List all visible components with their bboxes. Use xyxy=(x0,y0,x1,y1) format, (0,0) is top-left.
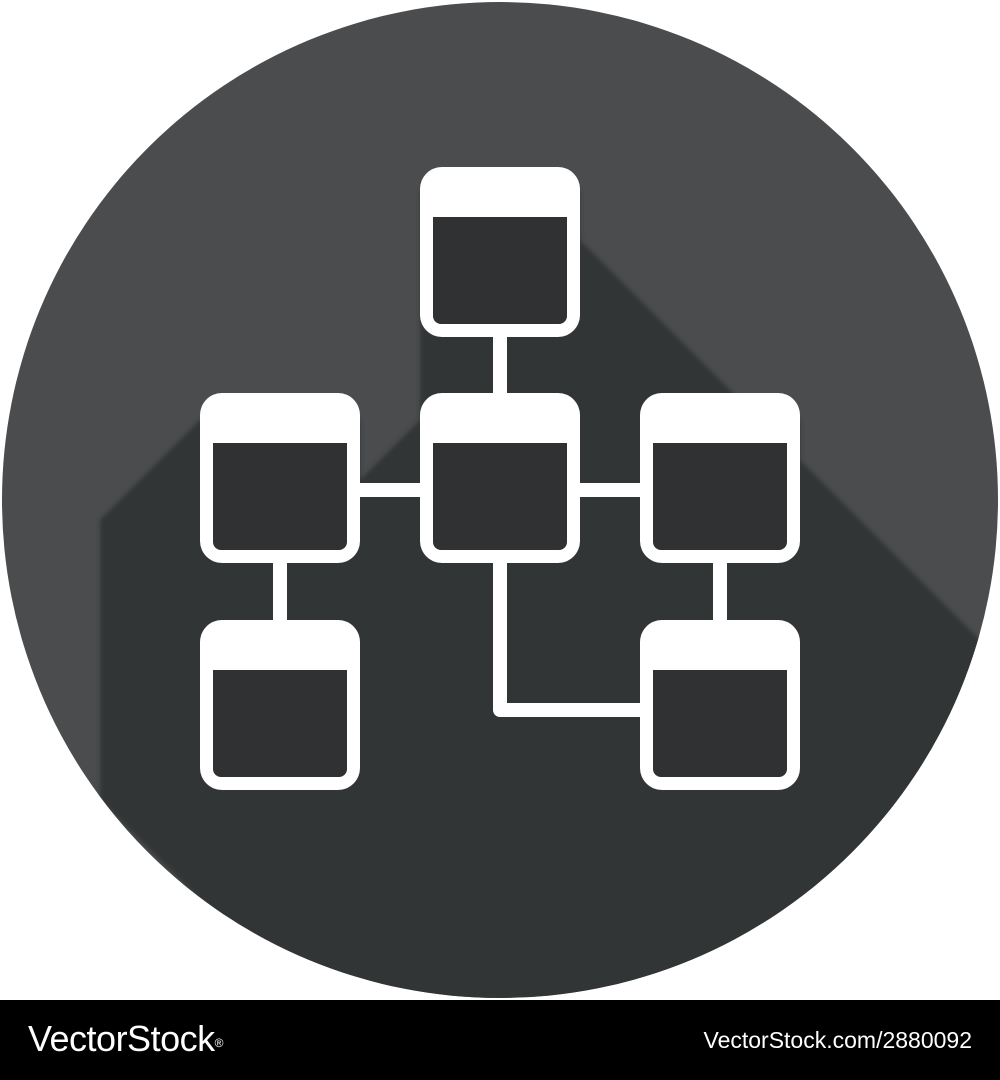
table-box-header-line xyxy=(653,443,787,455)
table-box-body xyxy=(653,670,787,777)
table-box-header-line xyxy=(433,443,567,455)
brand-name: VectorStock xyxy=(28,1018,215,1059)
footer-bar: VectorStock® VectorStock.com/2880092 xyxy=(0,1000,1000,1080)
table-box-bottom-left xyxy=(200,620,360,790)
table-box-header-line xyxy=(433,217,567,229)
table-box-top xyxy=(420,167,580,337)
table-box-body xyxy=(213,443,347,550)
table-box-header-line xyxy=(213,670,347,682)
table-box-body xyxy=(433,443,567,550)
table-box-bottom-right xyxy=(640,620,800,790)
table-box-body xyxy=(653,443,787,550)
database-schema-icon xyxy=(2,2,998,998)
table-boxes xyxy=(200,167,800,790)
table-box-right xyxy=(640,393,800,563)
image-credit: VectorStock.com/2880092 xyxy=(703,1027,973,1053)
connector-lines xyxy=(273,330,727,717)
registered-mark: ® xyxy=(214,1036,224,1050)
table-box-body xyxy=(433,217,567,324)
table-box-center xyxy=(420,393,580,563)
table-box-header-line xyxy=(213,443,347,455)
table-box-header-line xyxy=(653,670,787,682)
table-box-body xyxy=(213,670,347,777)
long-shadow xyxy=(100,190,998,998)
brand-logo: VectorStock® xyxy=(28,1014,223,1064)
table-box-left xyxy=(200,393,360,563)
